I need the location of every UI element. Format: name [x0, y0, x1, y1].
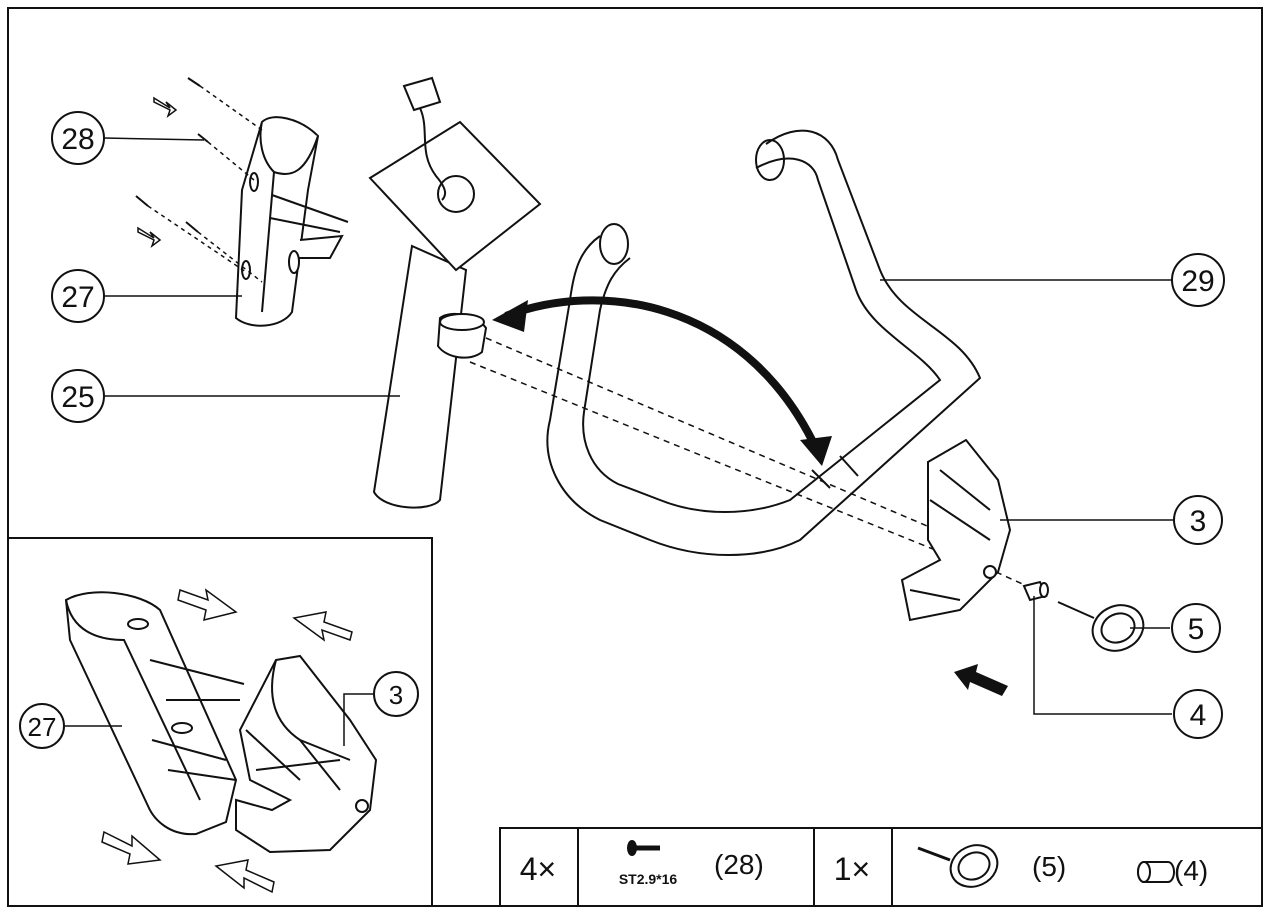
svg-text:27: 27 — [28, 712, 57, 742]
push-arrow — [954, 664, 1008, 696]
svg-text:28: 28 — [61, 123, 94, 156]
screw-icon — [627, 840, 660, 856]
callout-27: 27 — [51, 269, 105, 323]
callout-25: 25 — [51, 369, 105, 423]
inset-part-27 — [64, 591, 245, 836]
part-4-spacer — [1022, 580, 1049, 602]
inset-direction-arrows — [101, 588, 353, 894]
cap-quantity: 1× — [834, 851, 870, 887]
direction-arrows-small — [137, 96, 178, 249]
hardware-legend: 4× ST2.9*16 (28) 1× (5) (4) — [499, 827, 1263, 907]
alignment-lines — [469, 337, 1041, 593]
callout-29: 29 — [1171, 253, 1225, 307]
inset-part-3 — [235, 654, 378, 854]
rotation-arrow — [492, 296, 832, 466]
screw-spec: ST2.9*16 — [619, 871, 678, 887]
svg-text:3: 3 — [389, 680, 403, 710]
spacer-icon — [1137, 861, 1175, 883]
svg-text:29: 29 — [1181, 265, 1214, 298]
part-5-endcap — [1057, 601, 1145, 652]
callout-leaders — [103, 137, 1174, 715]
svg-text:4: 4 — [1190, 699, 1207, 732]
end-cap-icon — [917, 844, 999, 888]
svg-text:5: 5 — [1188, 613, 1205, 646]
inset-callout-27: 27 — [19, 703, 65, 749]
inset-callout-3: 3 — [373, 671, 419, 717]
cap-ref: (5) — [1032, 851, 1066, 882]
callout-5: 5 — [1171, 603, 1221, 653]
callout-3: 3 — [1173, 495, 1223, 545]
part-3-cover — [900, 438, 1012, 622]
part-25-post — [368, 76, 542, 509]
legend-frame — [499, 827, 1263, 907]
screw-ref: (28) — [714, 849, 764, 880]
svg-text:25: 25 — [61, 381, 94, 414]
inset-detail: 27 3 — [7, 537, 433, 907]
callout-4: 4 — [1173, 689, 1223, 739]
inset-frame — [7, 537, 433, 907]
part-27-cover — [234, 116, 349, 327]
screws-28 — [135, 77, 263, 283]
screw-quantity: 4× — [520, 851, 556, 887]
inset-callout-leaders — [64, 693, 374, 746]
part-29-handlebar — [546, 129, 982, 556]
svg-text:3: 3 — [1190, 505, 1207, 538]
spacer-ref: (4) — [1174, 855, 1208, 886]
callout-28: 28 — [51, 111, 105, 165]
svg-text:27: 27 — [61, 281, 94, 314]
